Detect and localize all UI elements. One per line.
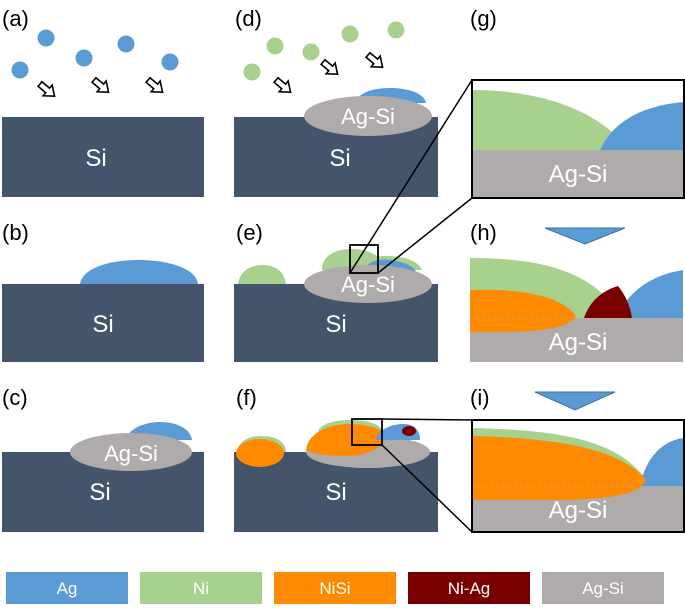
legend-swatch-nisi [274, 572, 396, 604]
ni-atom [387, 21, 405, 39]
legend-label-nisi: NiSi [319, 579, 350, 598]
panel-label-e: (e) [236, 220, 263, 245]
deposition-arrow-icon [362, 48, 388, 74]
ni-layer [472, 90, 628, 150]
ag-atom [75, 49, 93, 67]
panel-label-h: (h) [470, 220, 497, 245]
si-substrate [2, 117, 204, 197]
panel-label-f: (f) [236, 385, 257, 410]
legend-label-ni: Ni [193, 579, 209, 598]
ni-ag-region [584, 286, 632, 318]
panel-b: (b) Si [2, 220, 204, 362]
ag-si-alloy [304, 265, 432, 303]
si-label: Si [329, 145, 350, 172]
ni-ag-region [402, 426, 416, 436]
ag-island [600, 102, 684, 150]
ag-si-alloy [304, 96, 432, 136]
ag-si-label: Ag-Si [104, 441, 158, 466]
si-label: Si [92, 311, 113, 338]
deposition-arrow-icon [142, 73, 168, 99]
panel-h: (h) Ag-Si [470, 220, 683, 362]
nisi-region [306, 424, 388, 456]
ni-island [238, 265, 286, 284]
zoom-frame [471, 419, 685, 533]
legend-swatch-ni-ag [408, 572, 530, 604]
ni-atom [266, 37, 284, 55]
panel-d: (d) Ag-Si Si [234, 6, 438, 197]
nisi-region [236, 439, 284, 467]
panel-f: (f) Si [234, 385, 438, 532]
ag-si-label: Ag-Si [341, 104, 395, 129]
panel-label-c: (c) [2, 385, 28, 410]
ag-si-label: Ag-Si [549, 329, 608, 356]
ag-atom [11, 61, 29, 79]
panel-label-i: (i) [470, 385, 490, 410]
down-arrow-icon [534, 391, 616, 411]
ag-si-label: Ag-Si [549, 161, 608, 188]
legend: Ag Ni NiSi Ni-Ag Ag-Si [6, 572, 664, 604]
legend-label-ag: Ag [57, 579, 78, 598]
ag-atom [161, 53, 179, 71]
legend-label-ni-ag: Ni-Ag [448, 579, 491, 598]
nisi-region [472, 436, 646, 500]
deposition-arrow-icon [270, 73, 296, 99]
si-label: Si [89, 479, 110, 506]
deposition-arrow-icon [34, 77, 60, 103]
zoom-box [349, 244, 379, 274]
ni-atom [341, 25, 359, 43]
legend-swatch-ni [140, 572, 262, 604]
ni-atom [302, 43, 320, 61]
zoom-frame [471, 79, 685, 199]
panel-label-b: (b) [2, 220, 29, 245]
panel-label-d: (d) [235, 6, 262, 31]
legend-label-ag-si: Ag-Si [582, 579, 624, 598]
ag-island [80, 260, 198, 284]
ag-si-alloy [472, 150, 684, 198]
ag-si-alloy [70, 433, 192, 471]
down-arrow-icon [544, 227, 626, 245]
ag-island [616, 270, 683, 318]
panel-label-g: (g) [470, 6, 497, 31]
legend-swatch-ag [6, 572, 128, 604]
panel-a: (a) Si [2, 6, 204, 197]
deposition-arrow-icon [317, 55, 343, 81]
legend-swatch-ag-si [542, 572, 664, 604]
ag-si-label: Ag-Si [549, 497, 608, 524]
panel-c: (c) Ag-Si Si [2, 385, 204, 532]
nisi-region [470, 289, 576, 332]
ag-si-label: Ag-Si [341, 272, 395, 297]
ni-atom [243, 63, 261, 81]
zoom-lines [349, 79, 473, 533]
panel-label-a: (a) [2, 6, 29, 31]
ag-atom [117, 35, 135, 53]
panel-g: (g) Ag-Si [470, 6, 685, 199]
deposition-arrow-icon [88, 73, 114, 99]
ag-island [640, 438, 684, 486]
zoom-box [351, 418, 383, 446]
panel-e: (e) Ag-Si Si [234, 220, 438, 362]
si-label: Si [325, 479, 346, 506]
panel-i: (i) Ag-Si [470, 385, 685, 533]
si-substrate [2, 284, 204, 362]
si-label: Si [325, 311, 346, 338]
ag-atom [37, 29, 55, 47]
si-label: Si [85, 145, 106, 172]
